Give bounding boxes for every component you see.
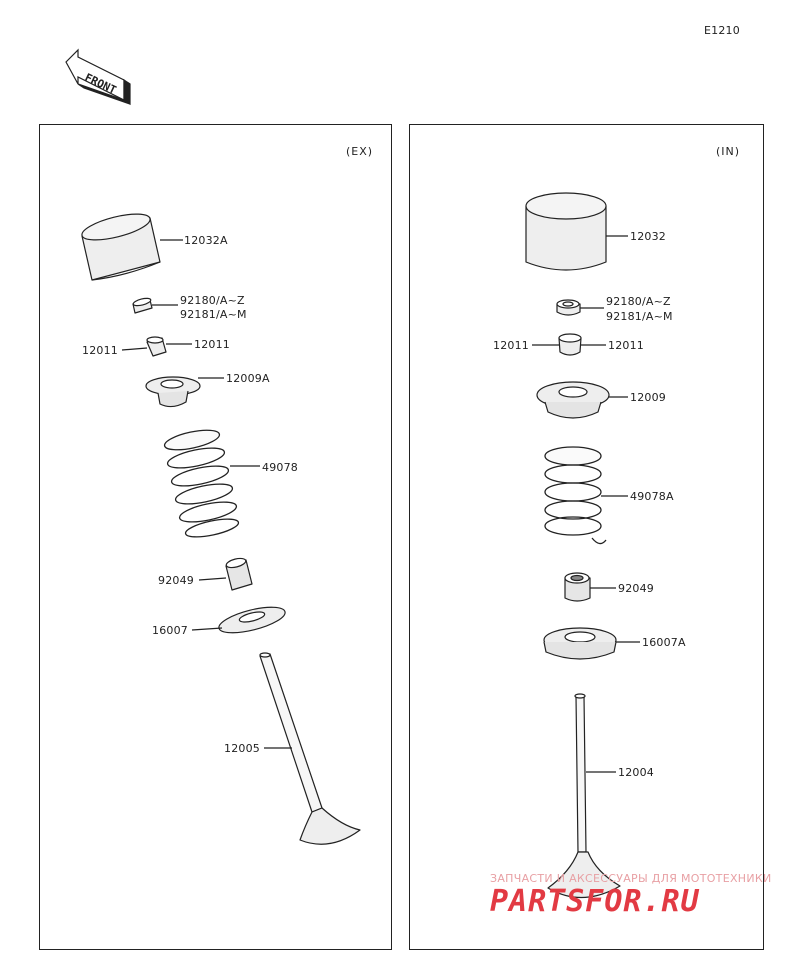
panel-tag-ex: (EX) xyxy=(346,145,374,158)
label-ex-keeper-left: 12011 xyxy=(82,344,118,357)
label-ex-seal: 92049 xyxy=(158,574,194,587)
label-ex-shim-b: 92181/A~M xyxy=(180,308,247,321)
in-shim xyxy=(556,299,604,316)
label-in-lifter: 12032 xyxy=(630,230,666,243)
watermark-brand: PARTSFOR.RU xyxy=(490,884,700,919)
in-seal xyxy=(564,572,616,602)
label-in-keeper-left: 12011 xyxy=(493,339,529,352)
label-in-spring: 49078A xyxy=(630,490,674,503)
ex-lifter xyxy=(81,213,183,281)
in-spring xyxy=(544,446,628,545)
in-seat xyxy=(543,627,640,660)
in-lifter xyxy=(525,192,628,271)
panel-exhaust: (EX) xyxy=(39,124,392,950)
in-retainer xyxy=(536,381,628,419)
in-valve xyxy=(547,693,621,899)
label-ex-spring: 49078 xyxy=(262,461,298,474)
label-ex-lifter: 12032A xyxy=(184,234,228,247)
label-ex-seat: 16007 xyxy=(152,624,188,637)
panel-tag-in: (IN) xyxy=(716,145,741,158)
ex-shim xyxy=(132,297,178,314)
label-ex-retainer: 12009A xyxy=(226,372,270,385)
label-in-retainer: 12009 xyxy=(630,391,666,404)
ex-spring xyxy=(163,429,260,538)
label-ex-valve: 12005 xyxy=(224,742,260,755)
panel-intake: (IN) xyxy=(409,124,764,950)
ex-seal xyxy=(198,557,253,591)
in-keeper xyxy=(532,333,606,356)
label-in-shim-a: 92180/A~Z xyxy=(606,295,671,308)
ex-seat xyxy=(191,606,286,634)
label-in-seat: 16007A xyxy=(642,636,686,649)
watermark-tagline: ЗАПЧАСТИ И АКСЕССУАРЫ ДЛЯ МОТОТЕХНИКИ xyxy=(490,872,772,885)
ex-valve xyxy=(259,652,361,845)
ex-keeper xyxy=(121,336,192,357)
label-in-valve: 12004 xyxy=(618,766,654,779)
label-in-shim-b: 92181/A~M xyxy=(606,310,673,323)
label-ex-keeper-right: 12011 xyxy=(194,338,230,351)
label-ex-shim-a: 92180/A~Z xyxy=(180,294,245,307)
label-in-seal: 92049 xyxy=(618,582,654,595)
diagram-code: E1210 xyxy=(704,24,740,37)
ex-retainer xyxy=(145,376,224,408)
label-in-keeper-right: 12011 xyxy=(608,339,644,352)
